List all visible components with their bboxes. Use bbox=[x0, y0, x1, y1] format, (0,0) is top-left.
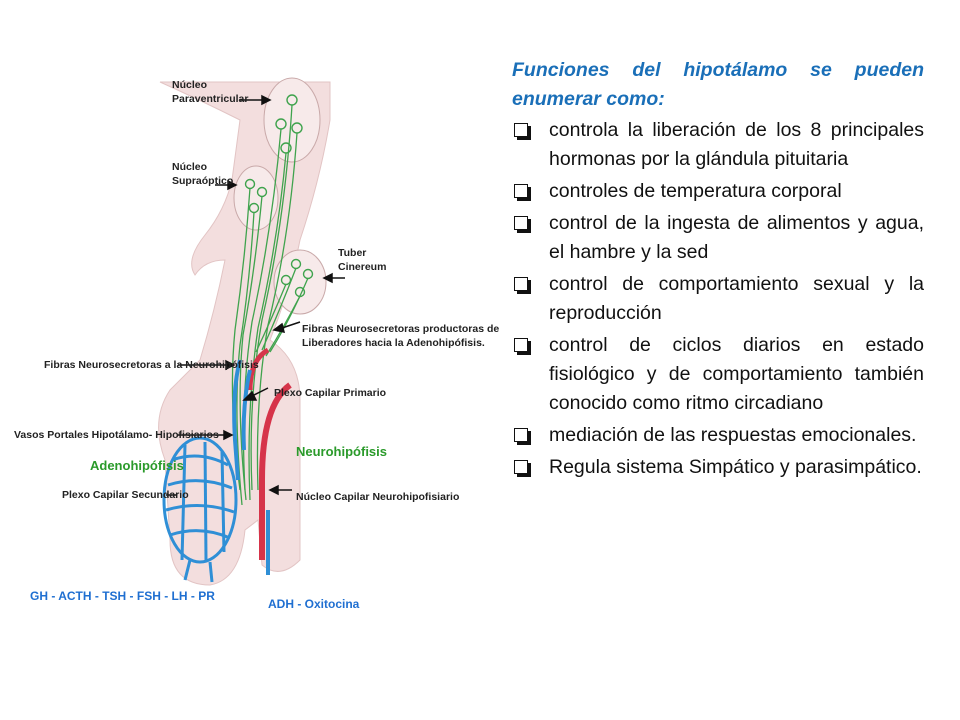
label-nucleo-supraoptico-1: Núcleo bbox=[172, 161, 207, 173]
checkbox-bullet-icon bbox=[514, 184, 531, 201]
checkbox-bullet-icon bbox=[514, 460, 531, 477]
list-item-text: control de ciclos diarios en estado fisi… bbox=[549, 334, 924, 414]
label-nucleo-paraventricular-1: Núcleo bbox=[172, 79, 207, 91]
artery-upper bbox=[247, 347, 270, 391]
checkbox-bullet-icon bbox=[514, 123, 531, 140]
label-nucleo-paraventricular-2: Paraventricular bbox=[172, 93, 248, 105]
supraoptic-nucleus bbox=[233, 165, 279, 231]
list-item: Regula sistema Simpático y parasimpático… bbox=[512, 453, 924, 482]
checkbox-bullet-icon bbox=[514, 338, 531, 355]
list-item: control de comportamiento sexual y la re… bbox=[512, 270, 924, 328]
label-adenohipofisis: Adenohipófisis bbox=[90, 458, 184, 473]
list-item-text: controles de temperatura corporal bbox=[549, 180, 842, 202]
list-item: controles de temperatura corporal bbox=[512, 177, 924, 206]
label-fibras-factores-2: Liberadores hacia la Adenohipófisis. bbox=[302, 337, 485, 349]
label-hormonas-adeno: GH - ACTH - TSH - FSH - LH - PR bbox=[30, 589, 215, 603]
list-item-text: control de la ingesta de alimentos y agu… bbox=[549, 212, 924, 263]
label-plexo-secundario: Plexo Capilar Secundario bbox=[62, 489, 189, 501]
paraventricular-nucleus bbox=[263, 77, 321, 163]
functions-panel: Funciones del hipotálamo se pueden enume… bbox=[512, 56, 924, 485]
list-item-text: Regula sistema Simpático y parasimpático… bbox=[549, 456, 922, 478]
list-item: control de ciclos diarios en estado fisi… bbox=[512, 331, 924, 418]
label-nucleo-capilar: Núcleo Capilar Neurohipofisiario bbox=[296, 491, 459, 503]
diagram-svg: Núcleo Paraventricular Núcleo Supraóptic… bbox=[14, 77, 500, 611]
label-tuber-2: Cinereum bbox=[338, 261, 386, 273]
list-item-text: controla la liberación de los 8 principa… bbox=[549, 119, 924, 170]
label-fibras-neurohipofisis: Fibras Neurosecretoras a la Neurohipófis… bbox=[44, 359, 259, 371]
list-item: controla la liberación de los 8 principa… bbox=[512, 116, 924, 174]
label-nucleo-supraoptico-2: Supraóptico bbox=[172, 175, 233, 187]
checkbox-bullet-icon bbox=[514, 216, 531, 233]
list-item: mediación de las respuestas emocionales. bbox=[512, 421, 924, 450]
functions-heading: Funciones del hipotálamo se pueden enume… bbox=[512, 59, 924, 110]
label-arrows bbox=[166, 94, 345, 496]
functions-list: controla la liberación de los 8 principa… bbox=[512, 116, 924, 482]
list-item: control de la ingesta de alimentos y agu… bbox=[512, 209, 924, 267]
list-item-text: control de comportamiento sexual y la re… bbox=[549, 273, 924, 324]
label-tuber-1: Tuber bbox=[338, 247, 366, 259]
portal-vessels bbox=[232, 359, 270, 575]
label-fibras-factores-1: Fibras Neurosecretoras productoras de Fa… bbox=[302, 323, 500, 335]
checkbox-bullet-icon bbox=[514, 428, 531, 445]
hypothalamus-pituitary-diagram: Núcleo Paraventricular Núcleo Supraóptic… bbox=[0, 60, 500, 620]
label-vasos-portales: Vasos Portales Hipotálamo- Hipofisiarios bbox=[14, 429, 219, 441]
adenohypophysis-plexus bbox=[162, 436, 238, 583]
neuron-cells bbox=[244, 94, 314, 298]
tuber-cinereum-nucleus bbox=[273, 249, 327, 315]
list-item-text: mediación de las respuestas emocionales. bbox=[549, 424, 917, 446]
artery bbox=[259, 382, 292, 560]
checkbox-bullet-icon bbox=[514, 277, 531, 294]
label-neurohipofisis: Neurohipófisis bbox=[296, 444, 387, 459]
label-hormonas-neuro: ADH - Oxitocina bbox=[268, 597, 360, 611]
label-plexo-primario: Plexo Capilar Primario bbox=[274, 387, 386, 399]
